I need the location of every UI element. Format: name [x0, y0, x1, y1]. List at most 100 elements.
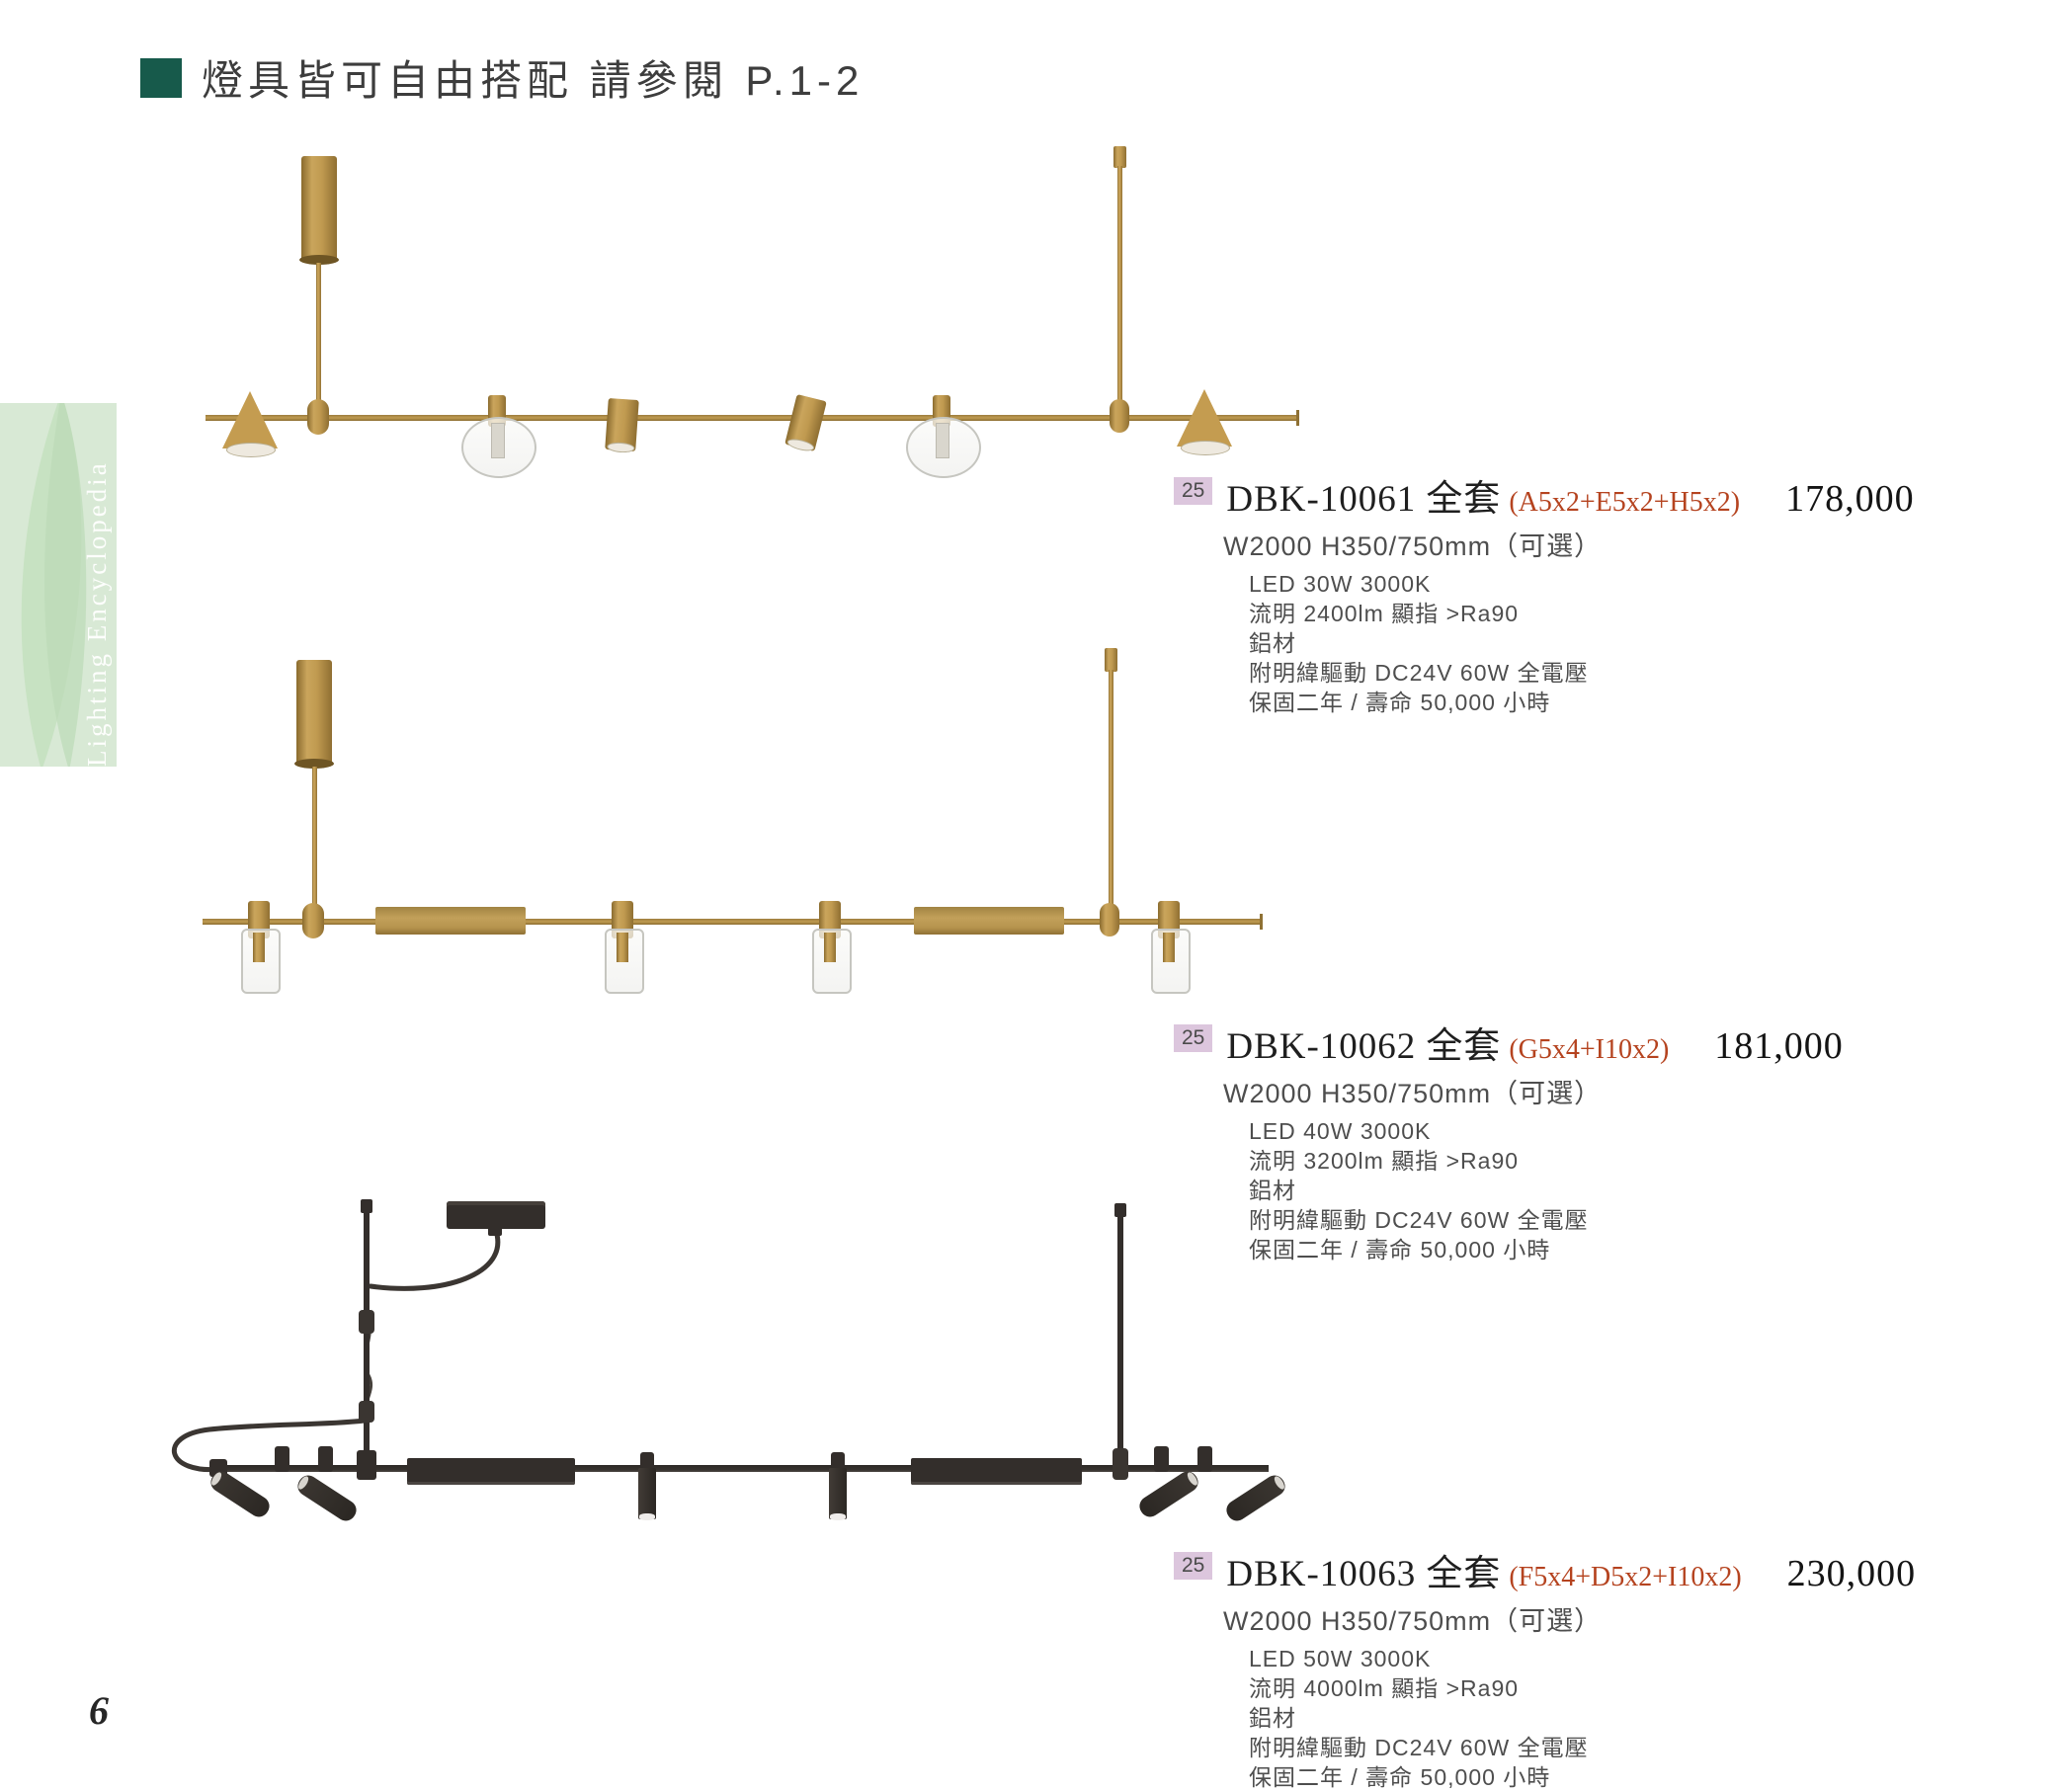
product-price: 181,000 [1714, 1025, 1844, 1067]
sidebar-tab: Lighting Encyclopedia [0, 403, 117, 767]
cone-spotlight-right [1177, 389, 1232, 447]
rod-bar-mount [357, 1450, 376, 1480]
spec-line: LED 40W 3000K [1249, 1118, 1432, 1144]
set-label: 全套 [1426, 1554, 1502, 1594]
product-specs: LED 50W 3000K 流明 4000lm 顯指 >Ra90 鋁材 附明緯驅… [1249, 1645, 1964, 1792]
track-bar-end-cap [1260, 914, 1263, 930]
spot-mount [1197, 1446, 1212, 1472]
canopy-rim [299, 255, 339, 265]
product-specs: LED 30W 3000K 流明 2400lm 顯指 >Ra90 鋁材 附明緯驅… [1249, 570, 1964, 717]
product-info-dbk-10063: 25 DBK-10063 全套 (F5x4+D5x2+I10x2) 230,00… [1174, 1543, 1964, 1792]
driver-box [447, 1201, 545, 1229]
lamp-configuration: (F5x4+D5x2+I10x2) [1509, 1562, 1742, 1592]
product-dimensions: W2000 H350/750mm（可選） [1223, 1606, 1603, 1636]
cylinder-spotlight [605, 397, 639, 453]
linear-light-module [914, 907, 1064, 935]
product-model: DBK-10062 [1226, 1026, 1417, 1067]
product-price: 230,000 [1786, 1553, 1917, 1594]
track-bar-end-cap [1296, 410, 1299, 426]
cone-lens-left [226, 443, 276, 457]
spec-line: 保固二年 / 壽命 50,000 小時 [1249, 689, 1551, 715]
item-number-badge: 25 [1174, 1552, 1213, 1580]
spot-mount [275, 1446, 289, 1472]
fixture-illustration-dbk-10063 [148, 1195, 1294, 1561]
fixture-illustration-dbk-10061 [198, 138, 1324, 504]
rod-bar-mount [1113, 1448, 1128, 1480]
product-dimensions: W2000 H350/750mm（可選） [1223, 1079, 1603, 1108]
product-info-dbk-10062: 25 DBK-10062 全套 (G5x4+I10x2) 181,000 W20… [1174, 1016, 1964, 1264]
fixture-illustration-dbk-10062 [198, 642, 1284, 1008]
product-dimensions: W2000 H350/750mm（可選） [1223, 531, 1603, 561]
ceiling-cap [361, 1199, 372, 1213]
rod-connector [359, 1401, 374, 1423]
spec-line: 鋁材 [1249, 1704, 1296, 1731]
product-info-dbk-10061: 25 DBK-10061 全套 (A5x2+E5x2+H5x2) 178,000… [1174, 468, 1964, 717]
canopy-cylinder [296, 660, 332, 765]
track-bar [203, 919, 1262, 925]
spec-line: 附明緯驅動 DC24V 60W 全電壓 [1249, 1206, 1589, 1233]
rod-bar-connector [302, 903, 324, 938]
lamp-configuration: (A5x2+E5x2+H5x2) [1509, 487, 1741, 518]
suspension-rod [1117, 1215, 1123, 1458]
product-title-row: 25 DBK-10062 全套 (G5x4+I10x2) 181,000 [1174, 1016, 1964, 1069]
suspension-rod [312, 767, 317, 921]
mini-pendant-cylinder [638, 1468, 656, 1519]
product-model: DBK-10061 [1226, 479, 1417, 520]
rod-bar-connector [1100, 903, 1119, 937]
track-bar [206, 415, 1299, 421]
cylinder-spotlight [784, 394, 827, 453]
linear-light-module [375, 907, 526, 935]
track-bar [219, 1465, 1269, 1472]
product-model: DBK-10063 [1226, 1554, 1417, 1594]
ceiling-cap [1113, 146, 1126, 168]
suspension-rod [316, 263, 321, 417]
spec-line: 保固二年 / 壽命 50,000 小時 [1249, 1763, 1551, 1790]
mini-pendant-mount [831, 1452, 845, 1468]
spec-line: LED 30W 3000K [1249, 571, 1432, 597]
spec-line: 鋁材 [1249, 1177, 1296, 1203]
set-label: 全套 [1426, 1026, 1502, 1067]
product-title-row: 25 DBK-10063 全套 (F5x4+D5x2+I10x2) 230,00… [1174, 1543, 1964, 1596]
rod-connector [359, 1310, 374, 1334]
leaf-decoration [21, 403, 87, 767]
page-header: 燈具皆可自由搭配 請參閱 P.1-2 [140, 47, 864, 108]
spec-line: 保固二年 / 壽命 50,000 小時 [1249, 1236, 1551, 1263]
product-title-row: 25 DBK-10061 全套 (A5x2+E5x2+H5x2) 178,000 [1174, 468, 1964, 522]
pendant-inner-stem [824, 933, 836, 962]
spot-mount [1154, 1446, 1169, 1472]
mini-pendant-lens [830, 1513, 846, 1520]
product-price: 178,000 [1785, 478, 1915, 520]
sidebar-vertical-label: Lighting Encyclopedia [82, 460, 112, 767]
suspension-rod [1117, 166, 1122, 415]
driver-box-stub [488, 1227, 502, 1236]
spec-line: 流明 2400lm 顯指 >Ra90 [1249, 600, 1520, 626]
rod-bar-connector [1110, 399, 1129, 433]
spec-line: 流明 4000lm 顯指 >Ra90 [1249, 1674, 1520, 1701]
set-label: 全套 [1426, 479, 1502, 520]
page-number: 6 [89, 1688, 109, 1733]
pendant-inner-stem [1163, 933, 1175, 962]
spec-line: LED 50W 3000K [1249, 1646, 1432, 1671]
ceiling-cap [1105, 648, 1117, 672]
teal-square-icon [140, 57, 182, 98]
canopy-cylinder [301, 156, 337, 261]
lamp-configuration: (G5x4+I10x2) [1509, 1034, 1670, 1065]
globe-inner-socket [936, 423, 949, 458]
spec-line: 附明緯驅動 DC24V 60W 全電壓 [1249, 659, 1589, 686]
page-title: 燈具皆可自由搭配 請參閱 P.1-2 [202, 57, 865, 104]
suspension-rod [364, 1211, 370, 1458]
suspension-rod [1109, 670, 1113, 919]
linear-light-module [911, 1458, 1082, 1485]
mini-pendant-mount [640, 1452, 654, 1468]
spot-mount [318, 1446, 333, 1472]
item-number-badge: 25 [1174, 477, 1213, 505]
cone-lens-right [1181, 441, 1230, 455]
ceiling-cap [1114, 1203, 1126, 1217]
pendant-inner-stem [253, 933, 265, 962]
spec-line: 流明 3200lm 顯指 >Ra90 [1249, 1147, 1520, 1174]
linear-light-module [407, 1458, 575, 1485]
cone-spotlight-left [222, 391, 278, 448]
item-number-badge: 25 [1174, 1024, 1213, 1052]
pendant-inner-stem [617, 933, 628, 962]
mini-pendant-cylinder [829, 1468, 847, 1519]
